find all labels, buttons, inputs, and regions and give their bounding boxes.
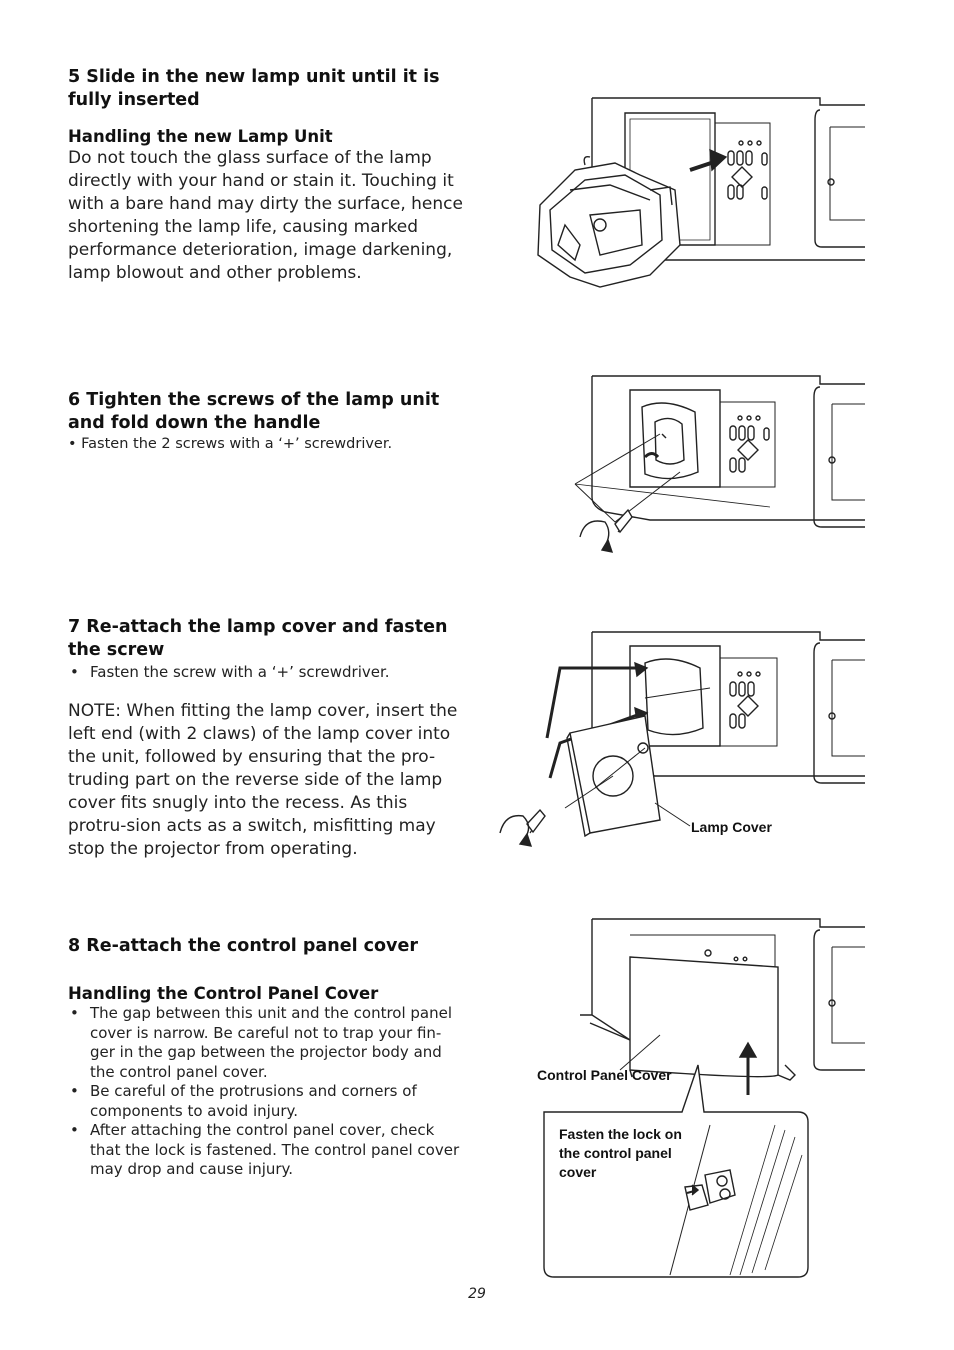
step-8-heading: 8 Re-attach the control panel cover: [68, 936, 418, 956]
step-6-note: • Fasten the 2 screws with a ‘+’ screwdr…: [68, 436, 393, 452]
step-7-section: 7 Re-attach the lamp cover and fasten th…: [68, 616, 468, 861]
control-panel-cover-illustration: [543, 918, 865, 1278]
step-6-section: 6 Tighten the screws of the lamp unit an…: [68, 389, 468, 455]
step-7-bullet: Fasten the screw with a ‘+’ screwdriver.: [68, 663, 468, 683]
screw-tighten-illustration: [574, 375, 865, 553]
lamp-insert-illustration: [537, 97, 865, 288]
lamp-cover-illustration: [499, 631, 865, 847]
step-8-section: 8 Re-attach the control panel cover Hand…: [68, 935, 460, 1180]
lock-callout-text: Fasten the lock on the control panel cov…: [559, 1126, 682, 1180]
step-7-bullets: Fasten the screw with a ‘+’ screwdriver.: [68, 663, 468, 683]
step-8-subheading: Handling the Control Panel Cover: [68, 984, 379, 1003]
step-5-subheading: Handling the new Lamp Unit: [68, 127, 333, 146]
control-panel-cover-label: Control Panel Cover: [537, 1067, 672, 1083]
step-8-bullets: The gap between this unit and the contro…: [68, 1004, 460, 1180]
step-6-heading: 6 Tighten the screws of the lamp unit an…: [68, 390, 440, 433]
step-8-bullet-3: After attaching the control panel cover,…: [68, 1121, 460, 1180]
page-number: 29: [468, 1286, 486, 1302]
step-5-body: Do not touch the glass surface of the la…: [68, 148, 463, 283]
lamp-cover-label: Lamp Cover: [691, 819, 772, 835]
step-7-heading: 7 Re-attach the lamp cover and fasten th…: [68, 617, 448, 660]
step-5-section: 5 Slide in the new lamp unit until it is…: [68, 66, 468, 285]
step-5-heading: 5 Slide in the new lamp unit until it is…: [68, 67, 440, 110]
step-8-bullet-1: The gap between this unit and the contro…: [68, 1004, 460, 1082]
step-8-bullet-2: Be careful of the protrusions and corner…: [68, 1082, 460, 1121]
step-7-note: NOTE: When fitting the lamp cover, inser…: [68, 700, 458, 859]
